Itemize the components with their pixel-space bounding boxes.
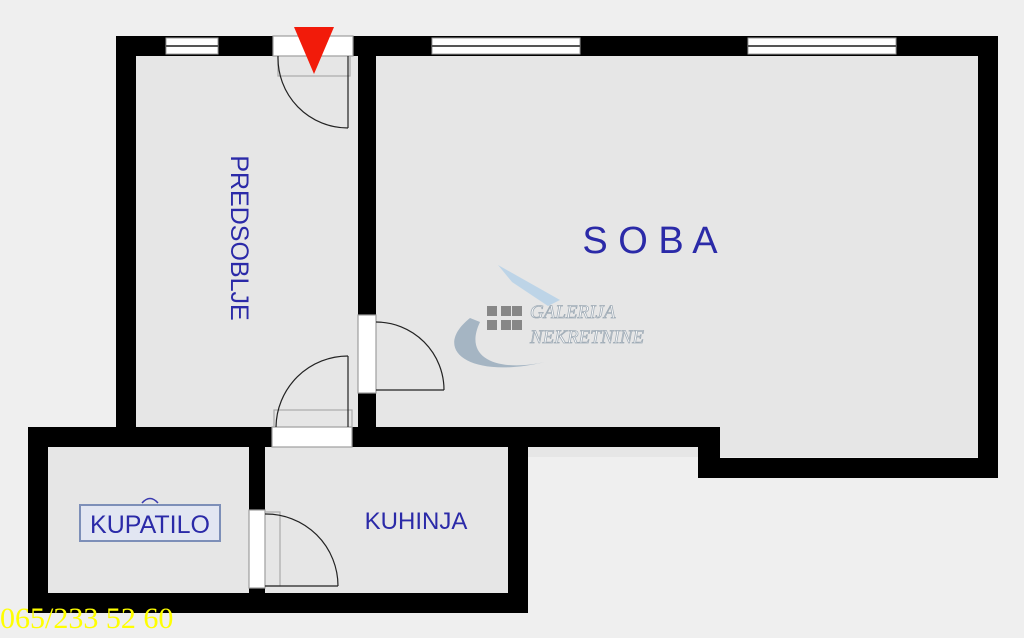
window-hall bbox=[165, 37, 219, 55]
room-label-predsoblje: PREDSOBLJE bbox=[225, 155, 253, 320]
window-soba-left bbox=[431, 37, 581, 55]
windows bbox=[165, 37, 897, 55]
watermark-grid-icon bbox=[487, 306, 522, 330]
watermark-line2: NEKRETNINE bbox=[529, 327, 644, 348]
wall-kitchen-right bbox=[508, 427, 528, 613]
door-bathroom bbox=[248, 509, 339, 589]
wall-left-hall bbox=[116, 36, 136, 446]
doors bbox=[248, 35, 445, 589]
wall-soba-bottom bbox=[698, 458, 998, 478]
wall-bottom bbox=[28, 593, 528, 613]
entrance-arrow-icon bbox=[294, 27, 334, 74]
watermark-swoosh-icon bbox=[498, 265, 560, 306]
wall-soba-kitchen bbox=[358, 427, 720, 447]
room-label-soba: S O B A bbox=[582, 220, 718, 262]
phone-number: 065/233 52 60 bbox=[0, 602, 173, 635]
wall-left-bath bbox=[28, 427, 48, 613]
window-soba-right bbox=[747, 37, 897, 55]
room-label-kupatilo: KUPATILO bbox=[90, 511, 210, 539]
door-soba bbox=[357, 314, 445, 394]
room-label-kuhinja: KUHINJA bbox=[365, 508, 468, 535]
kupatilo-label-box: KUPATILO bbox=[79, 497, 221, 542]
wall-right bbox=[978, 36, 998, 478]
door-kitchen-hall bbox=[271, 355, 353, 448]
ceiling-light-icon bbox=[141, 497, 159, 504]
watermark-logo: GALERIJA NEKRETNINE bbox=[454, 265, 645, 368]
watermark-line1: GALERIJA bbox=[530, 302, 616, 323]
